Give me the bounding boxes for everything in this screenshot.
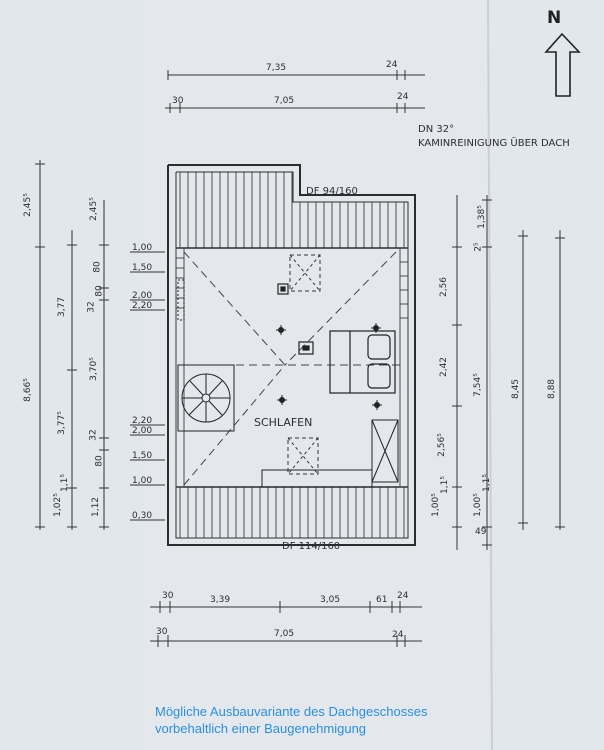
dim-bottom-left-b: 30 (156, 627, 168, 637)
dim-right-inner-6: 1,00⁵ (430, 493, 441, 517)
dim-bottom-overall-b: 7,05 (274, 629, 295, 639)
spiral-staircase (177, 364, 235, 432)
dim-bottom-right-b: 24 (392, 630, 404, 640)
roof-pitch-note: DN 32° (418, 124, 455, 135)
dim-right-inner-5: 2,56⁵ (436, 433, 447, 457)
dim-left-mid-3: 1,02⁵ (52, 493, 63, 517)
sideboard (261, 469, 373, 488)
height-mark-6: 2,00 (132, 426, 153, 436)
height-mark-8: 1,00 (132, 476, 153, 486)
caption-line-1: Mögliche Ausbauvariante des Dachgeschoss… (155, 704, 428, 719)
height-mark-3: 2,00 (132, 291, 153, 301)
dim-left-mid-2: 3,77⁵ (56, 411, 67, 435)
skylight-windows (287, 254, 321, 475)
left-height-markers (130, 251, 165, 521)
dim-bottom-seg3: 61 (376, 595, 388, 605)
dim-top-left-b: 30 (172, 96, 184, 106)
dim-left-inner-6: 32 (88, 429, 99, 441)
north-label: N (547, 8, 562, 28)
dim-right-inner-2: 2⁵ (473, 242, 484, 252)
dim-bottom-right-a: 24 (397, 591, 409, 601)
paper-fold (487, 0, 493, 750)
dim-right-outer-1: 8,45 (511, 378, 522, 400)
dim-right-inner-3: 2,56 (439, 276, 450, 298)
dim-top-wall-a: 24 (386, 60, 398, 70)
dormer-bottom-label: DF 114/160 (282, 541, 341, 552)
dim-left-inner-1: 2,45⁵ (88, 197, 99, 221)
right-dimension-lines (452, 195, 565, 550)
wardrobe (371, 419, 399, 483)
dim-right-mid-3: 1,1⁵ (481, 474, 492, 492)
dim-left-inner-4: 80 (94, 285, 105, 297)
dim-right-mid-2: 1,00⁵ (472, 493, 483, 517)
height-mark-5: 2,20 (132, 416, 153, 426)
roof-hatch-top (179, 172, 405, 248)
roof-hatch-bottom (179, 487, 405, 538)
building-outline (167, 164, 416, 546)
dim-top-overall-b: 7,05 (274, 96, 295, 106)
dim-right-inner-4: 2,42 (439, 356, 450, 378)
chimney-note: KAMINREINIGUNG ÜBER DACH (418, 138, 570, 149)
height-mark-4: 2,20 (132, 301, 153, 311)
dim-left-inner-7: 80 (94, 455, 105, 467)
dim-right-outer-2: 8,88 (547, 378, 558, 400)
dim-left-mid-4: 1,1⁵ (59, 474, 70, 492)
dim-left-mid-1: 3,77 (57, 296, 68, 318)
bottom-dimension-lines (150, 601, 422, 647)
height-mark-9: 0,30 (132, 511, 153, 521)
height-mark-7: 1,50 (132, 451, 153, 461)
dim-top-overall-a: 7,35 (266, 63, 287, 73)
dim-right-mid-1: 7,54⁵ (472, 373, 483, 397)
dim-left-inner-8: 1,12 (91, 496, 102, 518)
caption-line-2: vorbehaltlich einer Baugenehmigung (155, 721, 367, 736)
light-point-icon (276, 323, 382, 410)
side-walls (175, 247, 409, 488)
dim-right-inner-7: 1,1⁵ (439, 476, 450, 494)
dim-bottom-seg2: 3,05 (320, 595, 341, 605)
dim-left-inner-2: 80 (92, 261, 103, 273)
left-dimension-lines (35, 160, 109, 530)
dim-left-inner-3: 32 (86, 301, 97, 313)
double-bed (329, 330, 396, 394)
room-name-label: SCHLAFEN (254, 416, 313, 429)
height-mark-1: 1,00 (132, 243, 153, 253)
dim-left-outer-2: 8,66⁵ (22, 378, 33, 402)
dormer-top-label: DF 94/160 (306, 186, 358, 197)
dim-right-inner-1: 1,38⁵ (476, 205, 487, 229)
left-wall-window (177, 279, 185, 321)
height-mark-2: 1,50 (132, 263, 153, 273)
dim-left-outer-1: 2,45⁵ (22, 193, 33, 217)
dim-top-wall-b: 24 (397, 92, 409, 102)
dim-bottom-left-a: 30 (162, 591, 174, 601)
chimney-icon (277, 283, 314, 355)
dim-left-inner-5: 3,70⁵ (88, 357, 99, 381)
dim-bottom-seg1: 3,39 (210, 595, 231, 605)
dim-right-inner-8: 49 (475, 527, 487, 537)
top-dimension-lines (165, 70, 425, 113)
north-arrow-icon (544, 32, 581, 97)
